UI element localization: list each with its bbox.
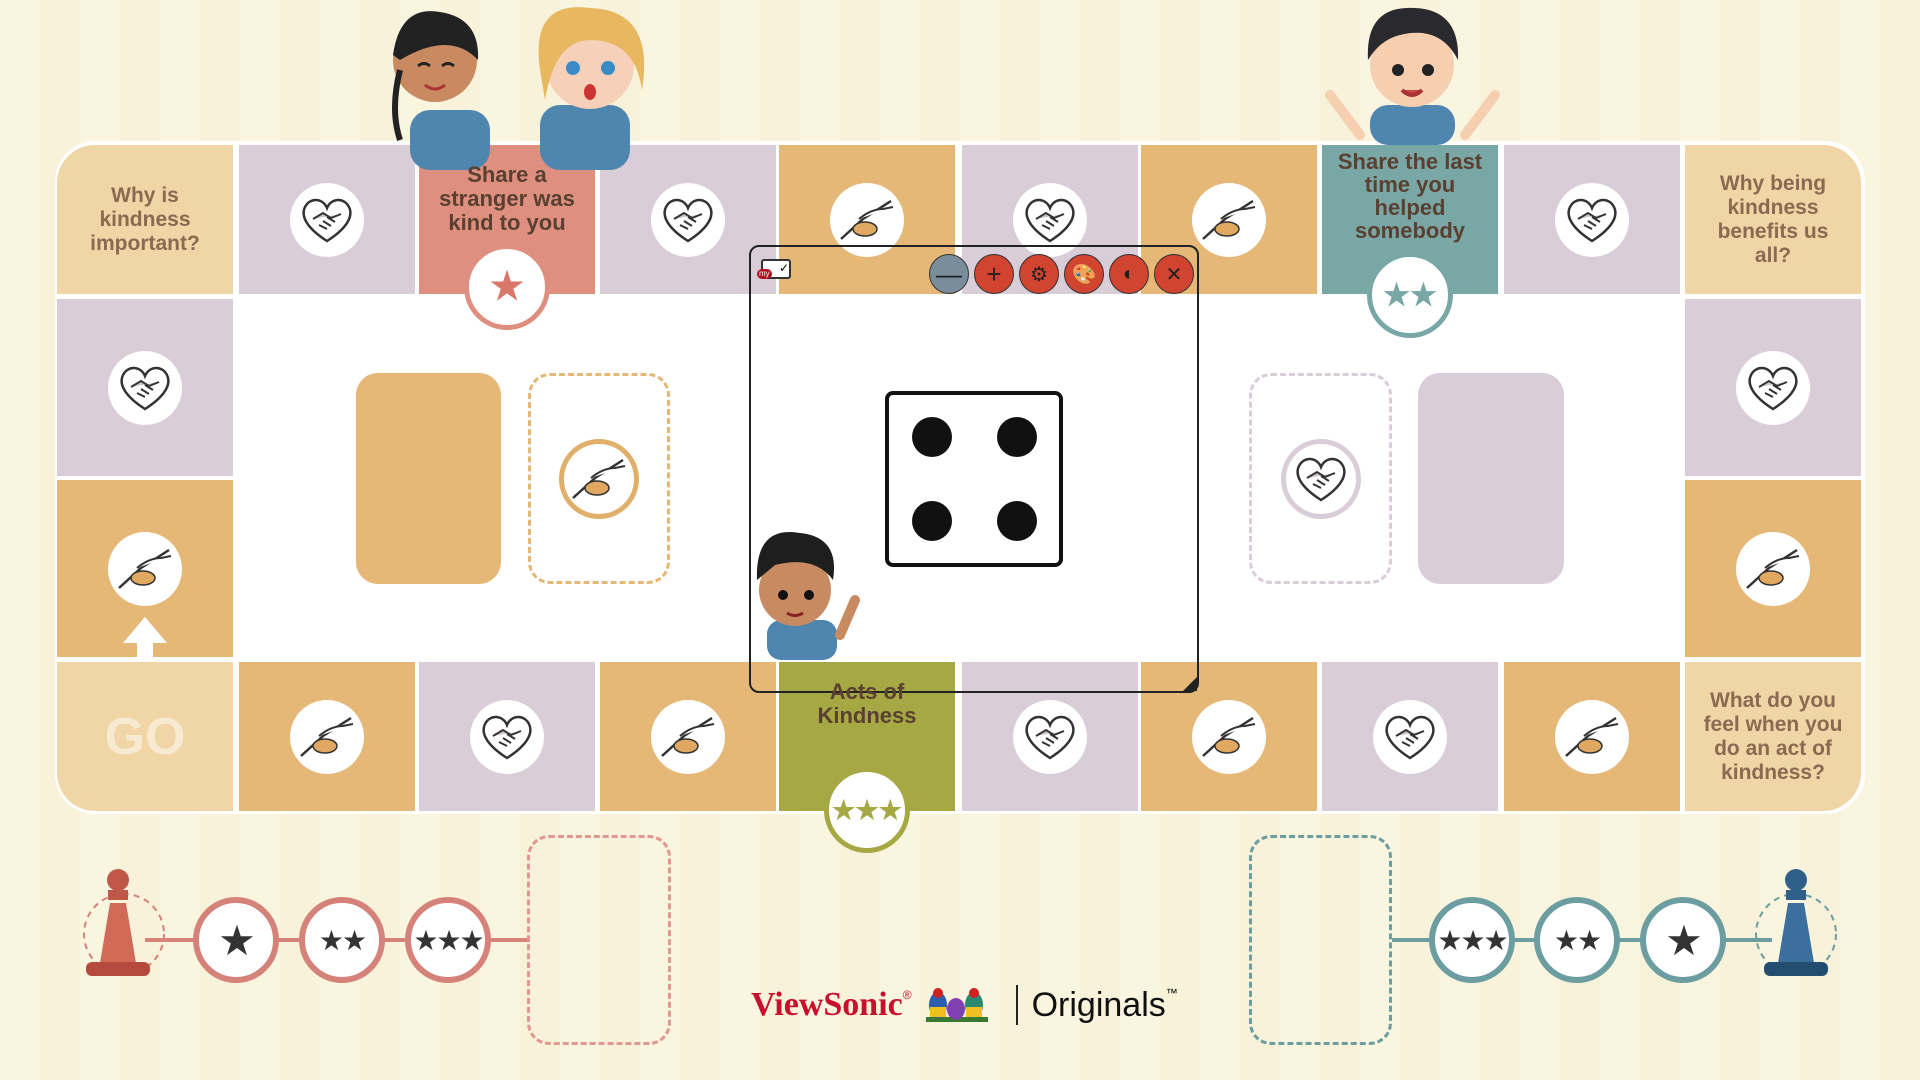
red-card-deck[interactable]: [356, 373, 501, 584]
dice-pip: [996, 417, 1037, 457]
resize-handle[interactable]: [1183, 677, 1197, 691]
red-pawn-icon[interactable]: [78, 868, 168, 988]
helping-hands-icon: [559, 438, 639, 519]
trademark-mark: ™: [1165, 986, 1178, 1000]
logo-badge: my: [757, 269, 772, 279]
product-name: Originals: [1031, 985, 1166, 1024]
heart-space: [1504, 145, 1680, 294]
divider: [1015, 985, 1018, 1025]
score-star-slot[interactable]: ★★: [299, 897, 385, 983]
challenge-space-teal: ★★ Share the last time you helped somebod…: [1322, 145, 1498, 338]
heart-space: [239, 145, 415, 294]
question-text: Why is kindness important?: [90, 183, 200, 255]
helping-hands-icon: [108, 531, 182, 606]
palette-button[interactable]: 🎨: [1064, 254, 1104, 294]
heart-handshake-icon: [108, 350, 182, 425]
helping-hands-icon: [1736, 531, 1810, 606]
blue-player-card-slot: [1249, 835, 1392, 1045]
challenge-text: Acts of Kindness: [817, 679, 917, 728]
heart-space: [57, 299, 233, 476]
question-space: What do you feel when you do an act of k…: [1685, 662, 1861, 811]
brand-name: ViewSonic: [751, 986, 903, 1023]
challenge-space-olive: ★★★ Acts of Kindness: [779, 662, 955, 853]
heart-handshake-icon: [1013, 182, 1087, 257]
red-player-card-slot: [527, 835, 671, 1045]
score-star-slot[interactable]: ★★: [1534, 897, 1620, 983]
hands-space: [600, 662, 776, 811]
characters-girls-illustration: [392, 7, 645, 170]
heart-handshake-icon: [1280, 438, 1361, 519]
footer-logo: ViewSonic ® Originals ™: [751, 982, 1178, 1028]
hands-space: [1141, 662, 1317, 811]
zoom-in-button[interactable]: +: [974, 254, 1014, 294]
go-start-space: GO: [57, 662, 233, 811]
score-star-slot[interactable]: ★: [193, 897, 279, 983]
helping-hands-icon: [651, 699, 725, 774]
dice-pip: [996, 501, 1037, 541]
dice[interactable]: [885, 391, 1063, 567]
score-star-slot[interactable]: ★★★: [405, 897, 491, 983]
helping-hands-icon: [1192, 699, 1266, 774]
heart-handshake-icon: [1736, 350, 1810, 425]
question-space: Why is kindness important?: [57, 145, 233, 294]
heart-handshake-icon: [290, 182, 364, 257]
heart-space: [600, 145, 776, 294]
question-text: What do you feel when you do an act of k…: [1703, 688, 1843, 784]
blue-pawn-icon[interactable]: [1752, 868, 1842, 988]
helping-hands-icon: [1192, 182, 1266, 257]
close-button[interactable]: ✕: [1154, 254, 1194, 294]
helping-hands-icon: [830, 182, 904, 257]
red-card-slot: [528, 373, 670, 584]
go-label: GO: [104, 707, 186, 766]
heart-handshake-icon: [1013, 699, 1087, 774]
heart-space: [1322, 662, 1498, 811]
blue-card-deck[interactable]: [1418, 373, 1564, 584]
challenge-text: Share the last time you helped somebody: [1337, 149, 1483, 243]
hands-space: [239, 662, 415, 811]
heart-handshake-icon: [470, 699, 544, 774]
app-logo-icon: ✓my: [757, 259, 791, 279]
minimize-button[interactable]: —: [929, 254, 969, 294]
character-boy-pointing-illustration: [756, 531, 860, 660]
heart-handshake-icon: [1373, 699, 1447, 774]
hands-space: [1685, 480, 1861, 657]
heart-space: [962, 662, 1138, 811]
heart-handshake-icon: [651, 182, 725, 257]
heart-space: [419, 662, 595, 811]
settings-button[interactable]: ⚙: [1019, 254, 1059, 294]
dice-widget-window[interactable]: ✓my —+⚙🎨◐✕: [749, 245, 1199, 693]
heart-space: [1685, 299, 1861, 476]
arrow-up-icon: [123, 617, 167, 657]
score-star-slot[interactable]: ★★★: [1429, 897, 1515, 983]
challenge-space-salmon: ★ Share a stranger was kind to you: [419, 145, 595, 330]
hands-space: [1504, 662, 1680, 811]
birds-logo-icon: [925, 988, 988, 1022]
helping-hands-icon: [1555, 699, 1629, 774]
star-badge-icon: ★★★: [824, 767, 910, 853]
blue-card-slot: [1249, 373, 1392, 584]
question-space: Why being kindness benefits us all?: [1685, 145, 1861, 294]
score-star-slot[interactable]: ★: [1640, 897, 1726, 983]
hands-space: [57, 480, 233, 657]
helping-hands-icon: [290, 699, 364, 774]
question-text: Why being kindness benefits us all?: [1717, 171, 1829, 267]
hands-space: [779, 145, 955, 294]
character-boy-illustration: [1325, 7, 1500, 145]
dice-pip: [911, 417, 952, 457]
heart-handshake-icon: [1555, 182, 1629, 257]
contrast-button[interactable]: ◐: [1109, 254, 1149, 294]
challenge-text: Share a stranger was kind to you: [439, 162, 575, 235]
star-badge-icon: ★: [464, 244, 550, 330]
registered-mark: ®: [902, 988, 912, 1002]
dice-pip: [911, 501, 952, 541]
star-badge-icon: ★★: [1367, 252, 1453, 338]
